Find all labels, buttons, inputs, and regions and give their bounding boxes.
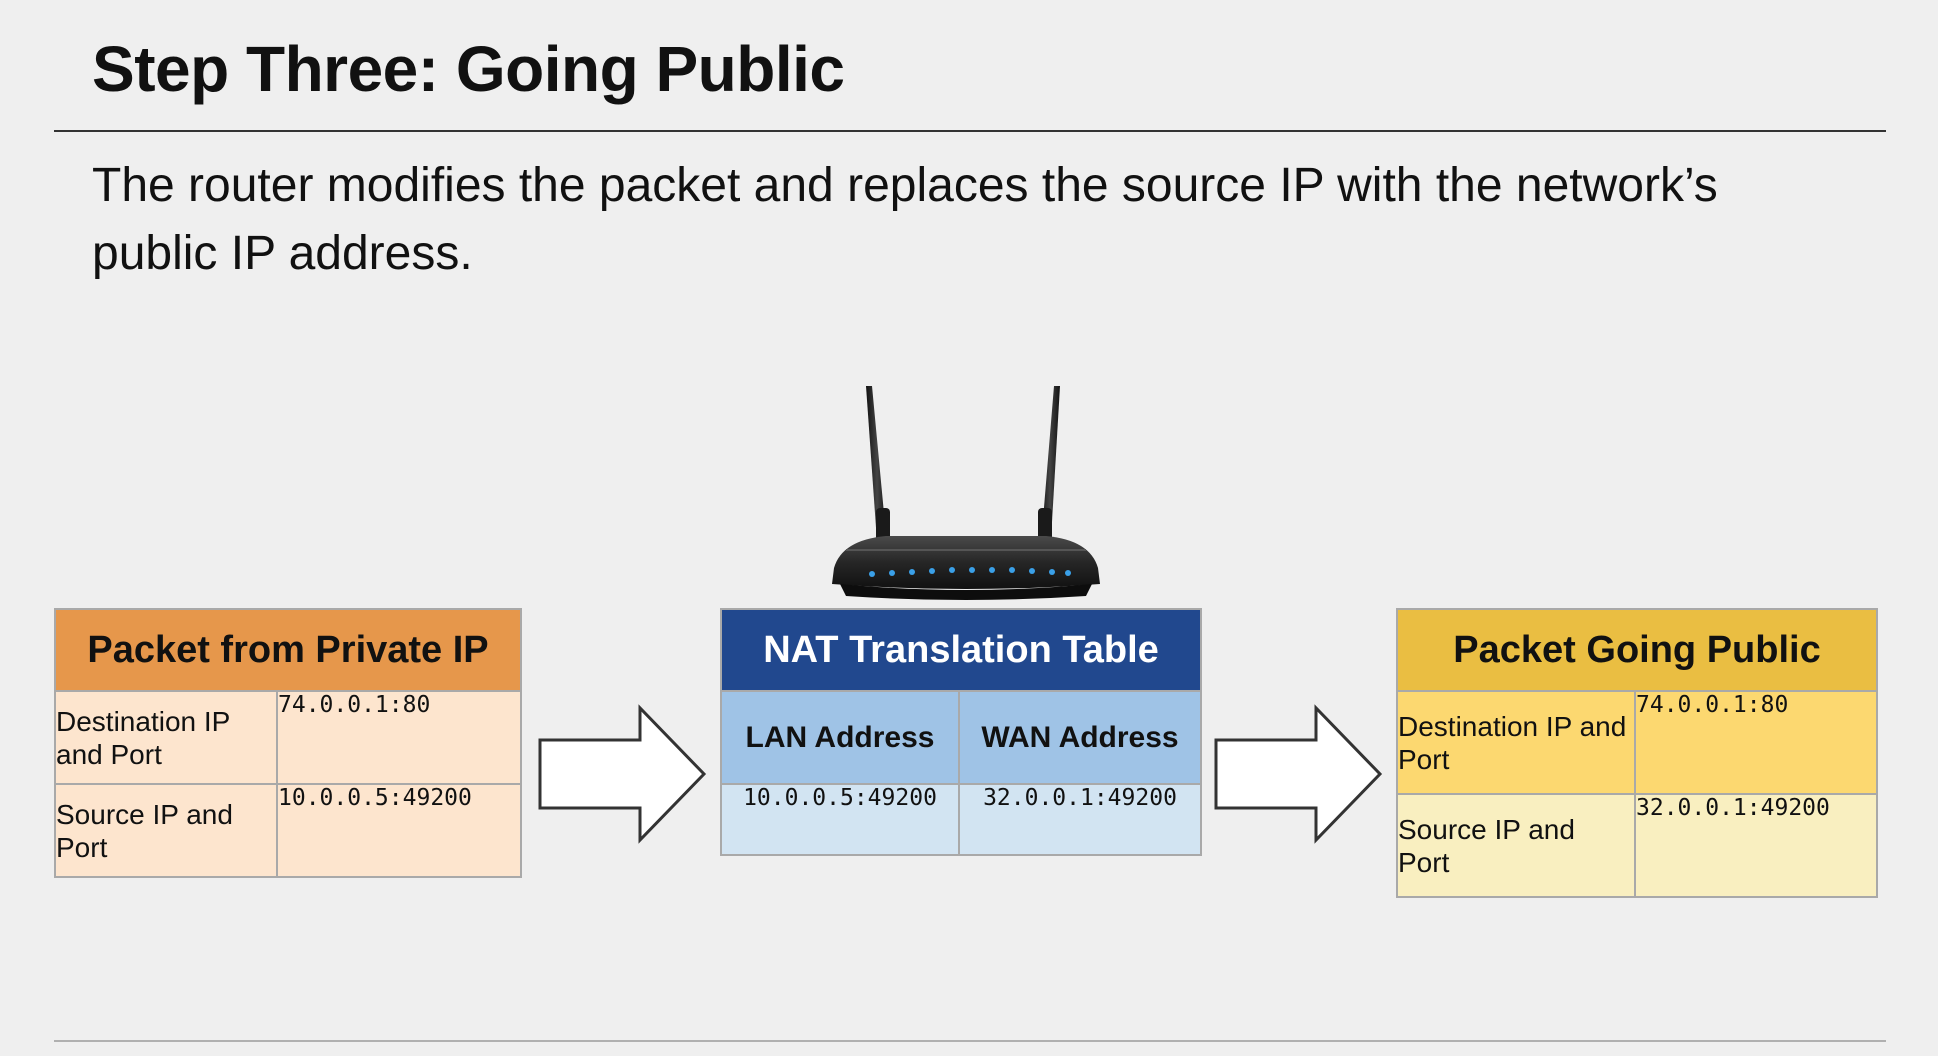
private-packet-header: Packet from Private IP bbox=[54, 608, 522, 692]
destination-value: 74.0.0.1:80 bbox=[276, 690, 522, 785]
table-row: Destination IP and Port 74.0.0.1:80 bbox=[1396, 690, 1879, 795]
table-row: Source IP and Port 32.0.0.1:49200 bbox=[1396, 793, 1879, 898]
public-packet-table: Packet Going Public Destination IP and P… bbox=[1395, 608, 1879, 898]
router-status-lights bbox=[869, 567, 1071, 577]
table-header-row: LAN Address WAN Address bbox=[720, 690, 1202, 785]
page-title: Step Three: Going Public bbox=[92, 33, 845, 105]
destination-label: Destination IP and Port bbox=[54, 690, 278, 785]
title-divider bbox=[54, 130, 1886, 132]
wan-address-value: 32.0.0.1:49200 bbox=[958, 783, 1202, 856]
public-packet-header: Packet Going Public bbox=[1395, 608, 1879, 692]
source-label: Source IP and Port bbox=[1396, 793, 1636, 898]
destination-label: Destination IP and Port bbox=[1396, 690, 1636, 795]
description-text: The router modifies the packet and repla… bbox=[92, 159, 1718, 280]
right-arrow-icon bbox=[538, 704, 707, 844]
destination-value: 74.0.0.1:80 bbox=[1633, 690, 1879, 795]
source-value: 10.0.0.5:49200 bbox=[276, 783, 522, 878]
table-row: 10.0.0.5:49200 32.0.0.1:49200 bbox=[720, 783, 1202, 856]
table-row: Destination IP and Port 74.0.0.1:80 bbox=[54, 690, 522, 785]
router-body bbox=[832, 536, 1100, 589]
private-packet-table: Packet from Private IP Destination IP an… bbox=[54, 608, 522, 878]
source-value: 32.0.0.1:49200 bbox=[1633, 793, 1879, 898]
lan-address-value: 10.0.0.5:49200 bbox=[720, 783, 960, 856]
source-label: Source IP and Port bbox=[54, 783, 278, 878]
nat-table-header: NAT Translation Table bbox=[720, 608, 1202, 692]
lan-address-column: LAN Address bbox=[720, 690, 960, 785]
wifi-router-icon bbox=[832, 386, 1100, 600]
wan-address-column: WAN Address bbox=[958, 690, 1202, 785]
nat-translation-table: NAT Translation Table LAN Address WAN Ad… bbox=[720, 608, 1202, 856]
right-arrow-icon bbox=[1214, 704, 1383, 844]
footer-divider bbox=[54, 1040, 1886, 1042]
table-row: Source IP and Port 10.0.0.5:49200 bbox=[54, 783, 522, 878]
